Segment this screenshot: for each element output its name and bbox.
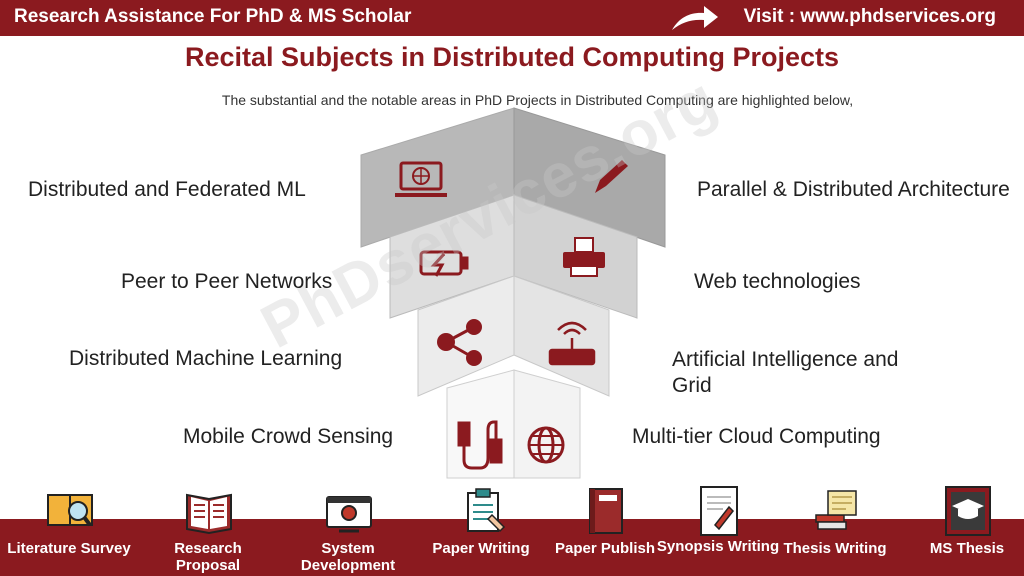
printer-icon bbox=[563, 237, 605, 277]
footer-label: Synopsis Writing bbox=[656, 538, 780, 555]
topic-right-1: Parallel & Distributed Architecture bbox=[697, 178, 1010, 201]
paper-pen-icon bbox=[700, 486, 738, 536]
clipboard-hand-icon bbox=[467, 488, 506, 533]
arrow-icon bbox=[670, 2, 720, 39]
panel-right-3 bbox=[513, 275, 610, 397]
pencil-icon bbox=[595, 160, 628, 193]
topic-left-3: Distributed Machine Learning bbox=[69, 347, 343, 370]
battery-charging-icon bbox=[419, 250, 469, 277]
footer-label: MS Thesis bbox=[929, 540, 1005, 557]
wifi-router-icon bbox=[548, 321, 596, 366]
usb-cable-icon bbox=[457, 420, 503, 470]
footer-bar: Literature Survey Research Proposal Syst… bbox=[0, 486, 1024, 576]
book-magnifier-icon bbox=[47, 494, 93, 527]
monitor-code-icon bbox=[326, 496, 372, 533]
topic-right-4: Multi-tier Cloud Computing bbox=[632, 425, 881, 448]
laptop-globe-icon bbox=[395, 161, 447, 197]
graduation-cap-icon bbox=[945, 486, 991, 536]
open-book-icon bbox=[186, 493, 232, 535]
panel-left-4 bbox=[446, 369, 515, 479]
footer-label: Thesis Writing bbox=[783, 540, 887, 557]
globe-icon bbox=[527, 426, 565, 464]
share-network-icon bbox=[437, 319, 482, 366]
footer-label: Paper Writing bbox=[432, 540, 530, 557]
website-link[interactable]: Visit : www.phdservices.org bbox=[743, 6, 996, 27]
scroll-books-icon bbox=[815, 490, 857, 530]
header-tagline: Research Assistance For PhD & MS Scholar bbox=[14, 6, 412, 27]
journal-icon bbox=[589, 488, 623, 534]
panel-right-1 bbox=[513, 107, 666, 248]
footer-label: System Development bbox=[300, 540, 396, 574]
footer-label: Literature Survey bbox=[7, 540, 131, 557]
page-title: Recital Subjects in Distributed Computin… bbox=[184, 42, 840, 72]
topic-right-2: Web technologies bbox=[694, 270, 861, 293]
footer-label: Paper Publish bbox=[554, 540, 656, 557]
topic-left-2: Peer to Peer Networks bbox=[121, 270, 333, 293]
topic-left-1: Distributed and Federated ML bbox=[28, 178, 306, 201]
topic-left-4: Mobile Crowd Sensing bbox=[183, 425, 394, 448]
topic-right-3: Artificial Intelligence and Grid bbox=[672, 348, 899, 398]
header-bar: Research Assistance For PhD & MS Scholar… bbox=[0, 0, 1024, 36]
page-subtitle: The substantial and the notable areas in… bbox=[221, 92, 854, 108]
footer-label: Research Proposal bbox=[174, 540, 242, 574]
